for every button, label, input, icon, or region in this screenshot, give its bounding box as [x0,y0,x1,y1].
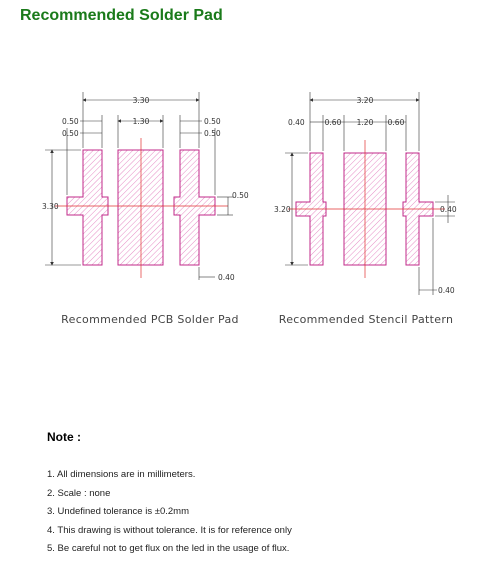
stencil-dim-tab: 0.40 [440,205,457,214]
pcb-dim-center-width: 1.30 [133,117,150,126]
pcb-dim-gap: 0.40 [218,273,235,282]
stencil-pattern-drawing [285,92,455,295]
pcb-dim-height: 3.30 [42,202,59,211]
note-list: 1. All dimensions are in millimeters. 2.… [47,466,292,559]
stencil-dim-left-pad: 0.40 [288,118,305,127]
pcb-dim-overall-width: 3.30 [133,96,150,105]
stencil-dim-right-gap: 0.60 [388,118,405,127]
stencil-dim-center-width: 1.20 [357,118,374,127]
stencil-dim-height: 3.20 [274,205,291,214]
note-item: 5. Be careful not to get flux on the led… [47,543,290,554]
pcb-right-pad [173,149,216,266]
stencil-dim-overall-width: 3.20 [357,96,374,105]
stencil-dim-gap: 0.40 [438,286,455,295]
pcb-solder-pad-drawing [45,92,233,280]
note-item: 1. All dimensions are in millimeters. [47,469,196,480]
stencil-dim-left-gap: 0.60 [325,118,342,127]
pcb-dim-tab: 0.50 [232,191,249,200]
pcb-dim-left-outer: 0.50 [62,117,79,126]
pcb-center-pad [117,149,164,266]
note-item: 3. Undefined tolerance is ±0.2mm [47,506,189,517]
note-item: 4. This drawing is without tolerance. It… [47,524,292,536]
note-heading: Note : [47,430,81,444]
page-title: Recommended Solder Pad [20,7,223,24]
pcb-dim-right-outer: 0.50 [204,117,221,126]
pcb-caption: Recommended PCB Solder Pad [61,313,239,326]
stencil-caption: Recommended Stencil Pattern [279,313,453,326]
note-item: 2. Scale : none [47,487,111,499]
pcb-dim-left-inner: 0.50 [62,129,79,138]
pcb-dim-right-inner: 0.50 [204,129,221,138]
pcb-left-pad [66,149,109,266]
